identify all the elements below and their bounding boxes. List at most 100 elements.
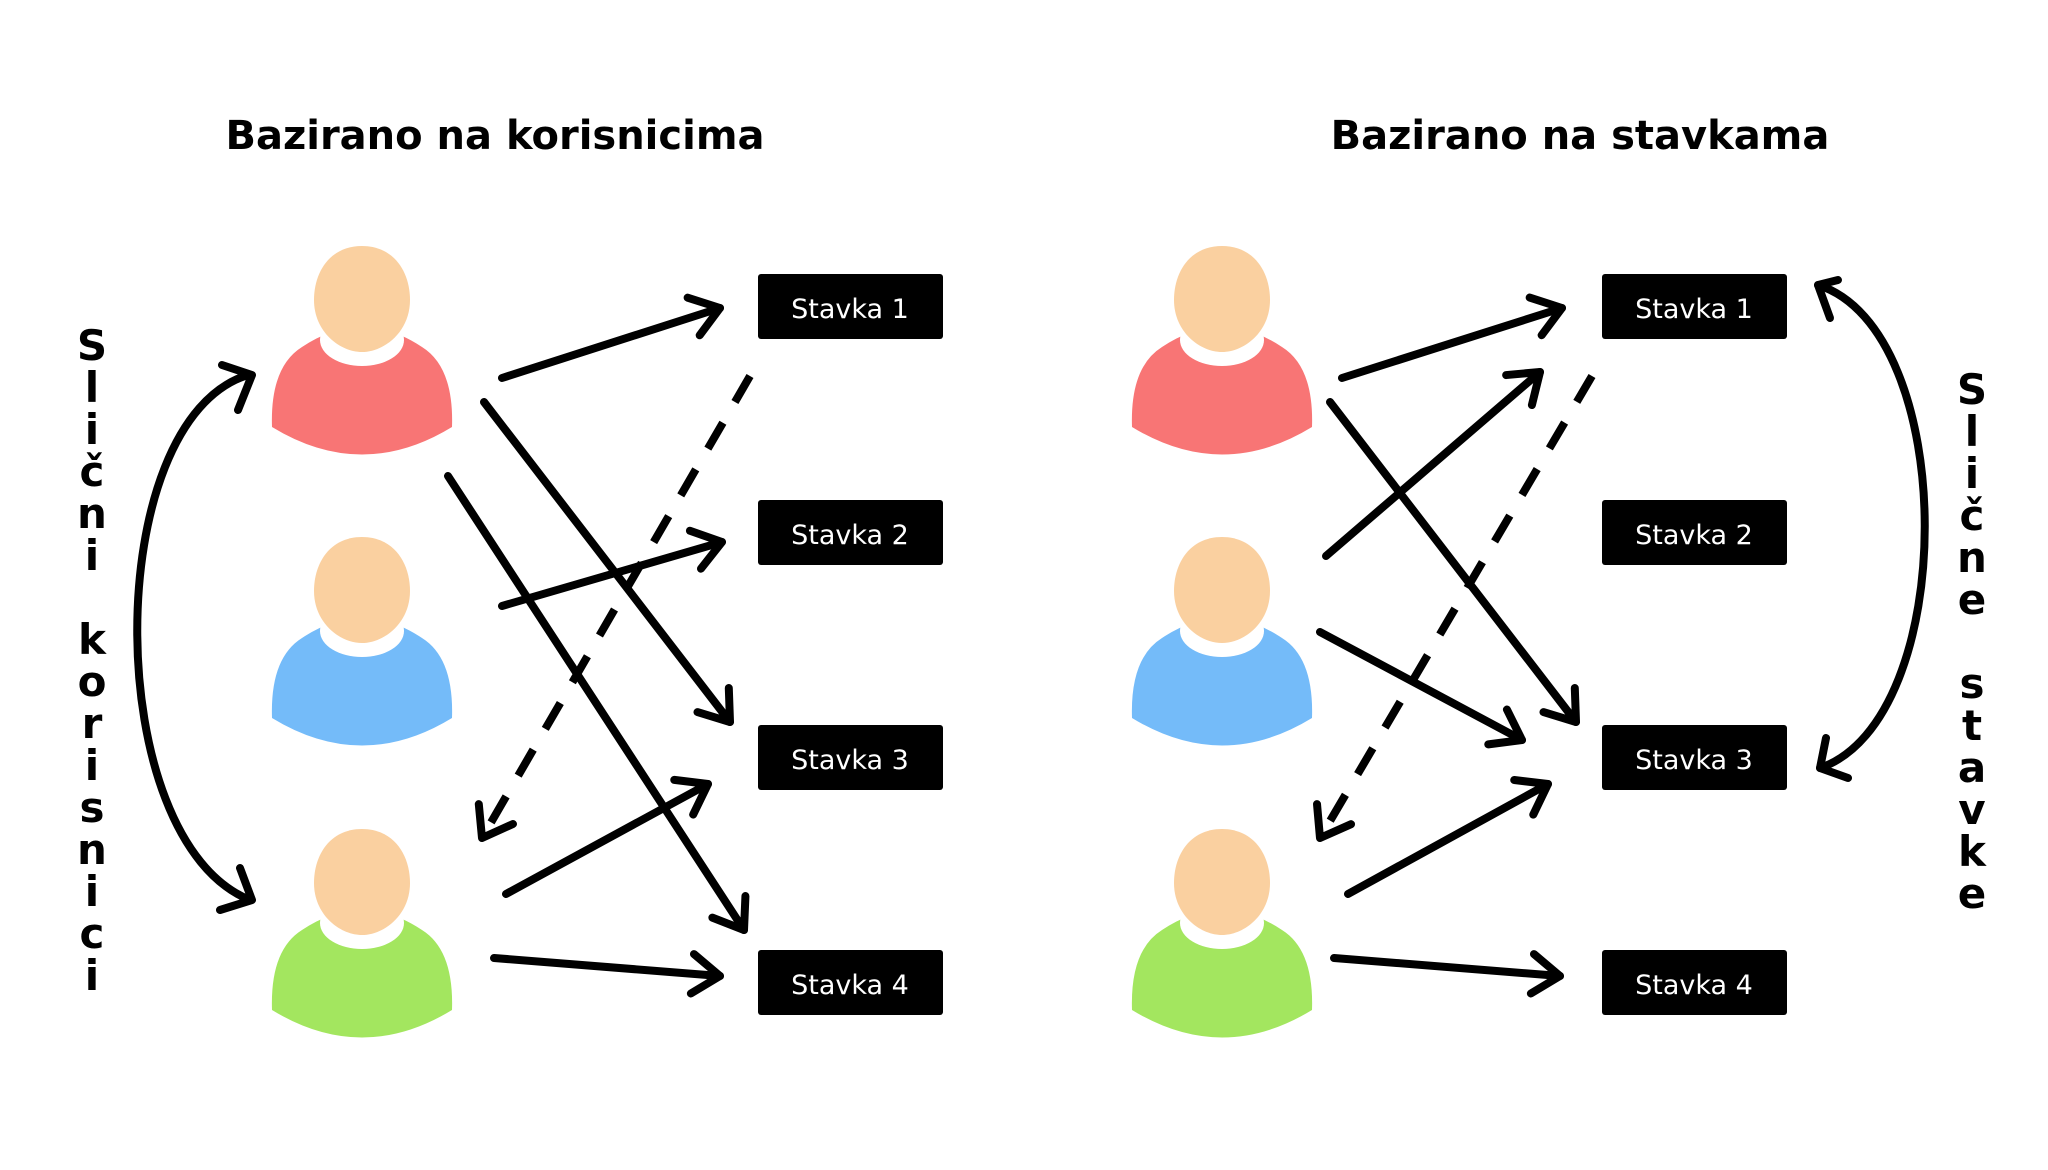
arrow-shaft bbox=[490, 954, 724, 980]
item-label: Stavka 2 bbox=[791, 520, 909, 551]
item-label: Stavka 2 bbox=[1635, 520, 1753, 551]
vertical-label-letter: e bbox=[1958, 869, 1987, 918]
user-icon bbox=[271, 829, 453, 1038]
vertical-label-letter: e bbox=[1958, 575, 1987, 624]
vertical-label-letter: i bbox=[1965, 449, 1979, 498]
user-icon bbox=[1131, 537, 1313, 746]
user-icon bbox=[271, 246, 453, 455]
arrow-shaft bbox=[1330, 954, 1564, 980]
arrow-head bbox=[1526, 950, 1564, 998]
item-label: Stavka 4 bbox=[791, 970, 909, 1001]
arrow-shaft bbox=[1316, 628, 1526, 744]
arrow-head bbox=[1484, 705, 1526, 749]
vertical-label-letter: t bbox=[1962, 701, 1982, 750]
vertical-label-letter: s bbox=[80, 783, 105, 832]
arrow-shaft bbox=[480, 398, 734, 726]
vertical-label-letter: č bbox=[80, 447, 105, 496]
arrow-head bbox=[686, 950, 724, 998]
vertical-label-letter: i bbox=[85, 951, 99, 1000]
arrow-head bbox=[474, 800, 517, 842]
arrow-shaft bbox=[1338, 304, 1566, 382]
vertical-label-letter: a bbox=[1958, 743, 1986, 792]
link-arrow bbox=[480, 398, 734, 726]
user-body bbox=[1131, 327, 1313, 455]
link-arrow bbox=[1338, 293, 1566, 382]
dashed-link-arrow bbox=[1313, 373, 1596, 842]
arrow-shaft bbox=[1326, 398, 1580, 726]
user-body bbox=[271, 327, 453, 455]
arrow-shaft bbox=[1344, 780, 1552, 898]
item-box: Stavka 3 bbox=[758, 725, 943, 790]
vertical-label-letter: n bbox=[77, 489, 107, 538]
arrow-head bbox=[1539, 684, 1580, 726]
vertical-label-letter: l bbox=[1965, 407, 1979, 456]
arrow-head bbox=[670, 775, 712, 819]
link-arrow bbox=[1344, 776, 1552, 898]
user-head bbox=[1174, 537, 1270, 643]
vertical-label-letter: S bbox=[1957, 365, 1987, 414]
vertical-label-letter: k bbox=[78, 615, 107, 664]
curved-double-arrow-icon bbox=[133, 361, 256, 914]
user-body bbox=[1131, 910, 1313, 1038]
link-arrow bbox=[444, 472, 750, 934]
item-box: Stavka 2 bbox=[1602, 500, 1787, 565]
vertical-label-letter: l bbox=[85, 363, 99, 412]
arrow-head bbox=[1313, 800, 1356, 842]
vertical-label-letter: i bbox=[85, 531, 99, 580]
arrow-shaft bbox=[478, 373, 754, 841]
user-head bbox=[314, 246, 410, 352]
user-body bbox=[1131, 618, 1313, 746]
item-box: Stavka 3 bbox=[1602, 725, 1787, 790]
arrow-head bbox=[1525, 293, 1566, 340]
arrow-shaft bbox=[502, 780, 712, 898]
left-panel-title: Bazirano na korisnicima bbox=[225, 113, 764, 159]
vertical-label-letter: n bbox=[1957, 533, 1987, 582]
arrow-shaft bbox=[498, 304, 724, 382]
vertical-label-letter: i bbox=[85, 405, 99, 454]
user-head bbox=[1174, 829, 1270, 935]
arrow-head bbox=[708, 892, 750, 934]
user-icon bbox=[1131, 829, 1313, 1038]
user-body bbox=[271, 618, 453, 746]
arrow-shaft bbox=[498, 538, 726, 610]
item-label: Stavka 1 bbox=[1635, 294, 1753, 325]
arrow-head bbox=[685, 526, 726, 573]
arrow-head bbox=[693, 684, 734, 726]
link-arrow bbox=[1322, 368, 1544, 560]
link-arrow bbox=[490, 950, 724, 998]
item-label: Stavka 3 bbox=[791, 745, 909, 776]
left-panel: Bazirano na korisnicima Sličnikorisnici … bbox=[77, 113, 943, 1038]
user-head bbox=[314, 829, 410, 935]
item-box: Stavka 2 bbox=[758, 500, 943, 565]
arrow-shaft bbox=[444, 472, 748, 934]
link-arrow bbox=[1316, 628, 1526, 749]
item-box: Stavka 1 bbox=[1602, 274, 1787, 339]
right-panel-title: Bazirano na stavkama bbox=[1331, 113, 1830, 159]
link-arrow bbox=[1330, 950, 1564, 998]
vertical-label-letter: k bbox=[1958, 827, 1987, 876]
arrow-head bbox=[683, 293, 724, 340]
user-head bbox=[1174, 246, 1270, 352]
arrow-head bbox=[1502, 368, 1544, 410]
arrow-head bbox=[1510, 776, 1552, 819]
link-arrow bbox=[498, 293, 724, 382]
user-icon bbox=[271, 537, 453, 746]
dashed-link-arrow bbox=[474, 373, 754, 842]
vertical-label-letter: v bbox=[1958, 785, 1985, 834]
item-box: Stavka 4 bbox=[1602, 950, 1787, 1015]
link-arrow bbox=[502, 775, 712, 898]
vertical-label-letter: s bbox=[1960, 659, 1985, 708]
item-box: Stavka 4 bbox=[758, 950, 943, 1015]
arrow-shaft bbox=[1316, 373, 1596, 841]
vertical-label-letter: S bbox=[77, 321, 107, 370]
item-box: Stavka 1 bbox=[758, 274, 943, 339]
arrow-shaft bbox=[1322, 368, 1544, 560]
vertical-label-letter: i bbox=[85, 741, 99, 790]
vertical-label-letter: č bbox=[1960, 491, 1985, 540]
vertical-label-letter: r bbox=[82, 699, 103, 748]
user-head bbox=[314, 537, 410, 643]
